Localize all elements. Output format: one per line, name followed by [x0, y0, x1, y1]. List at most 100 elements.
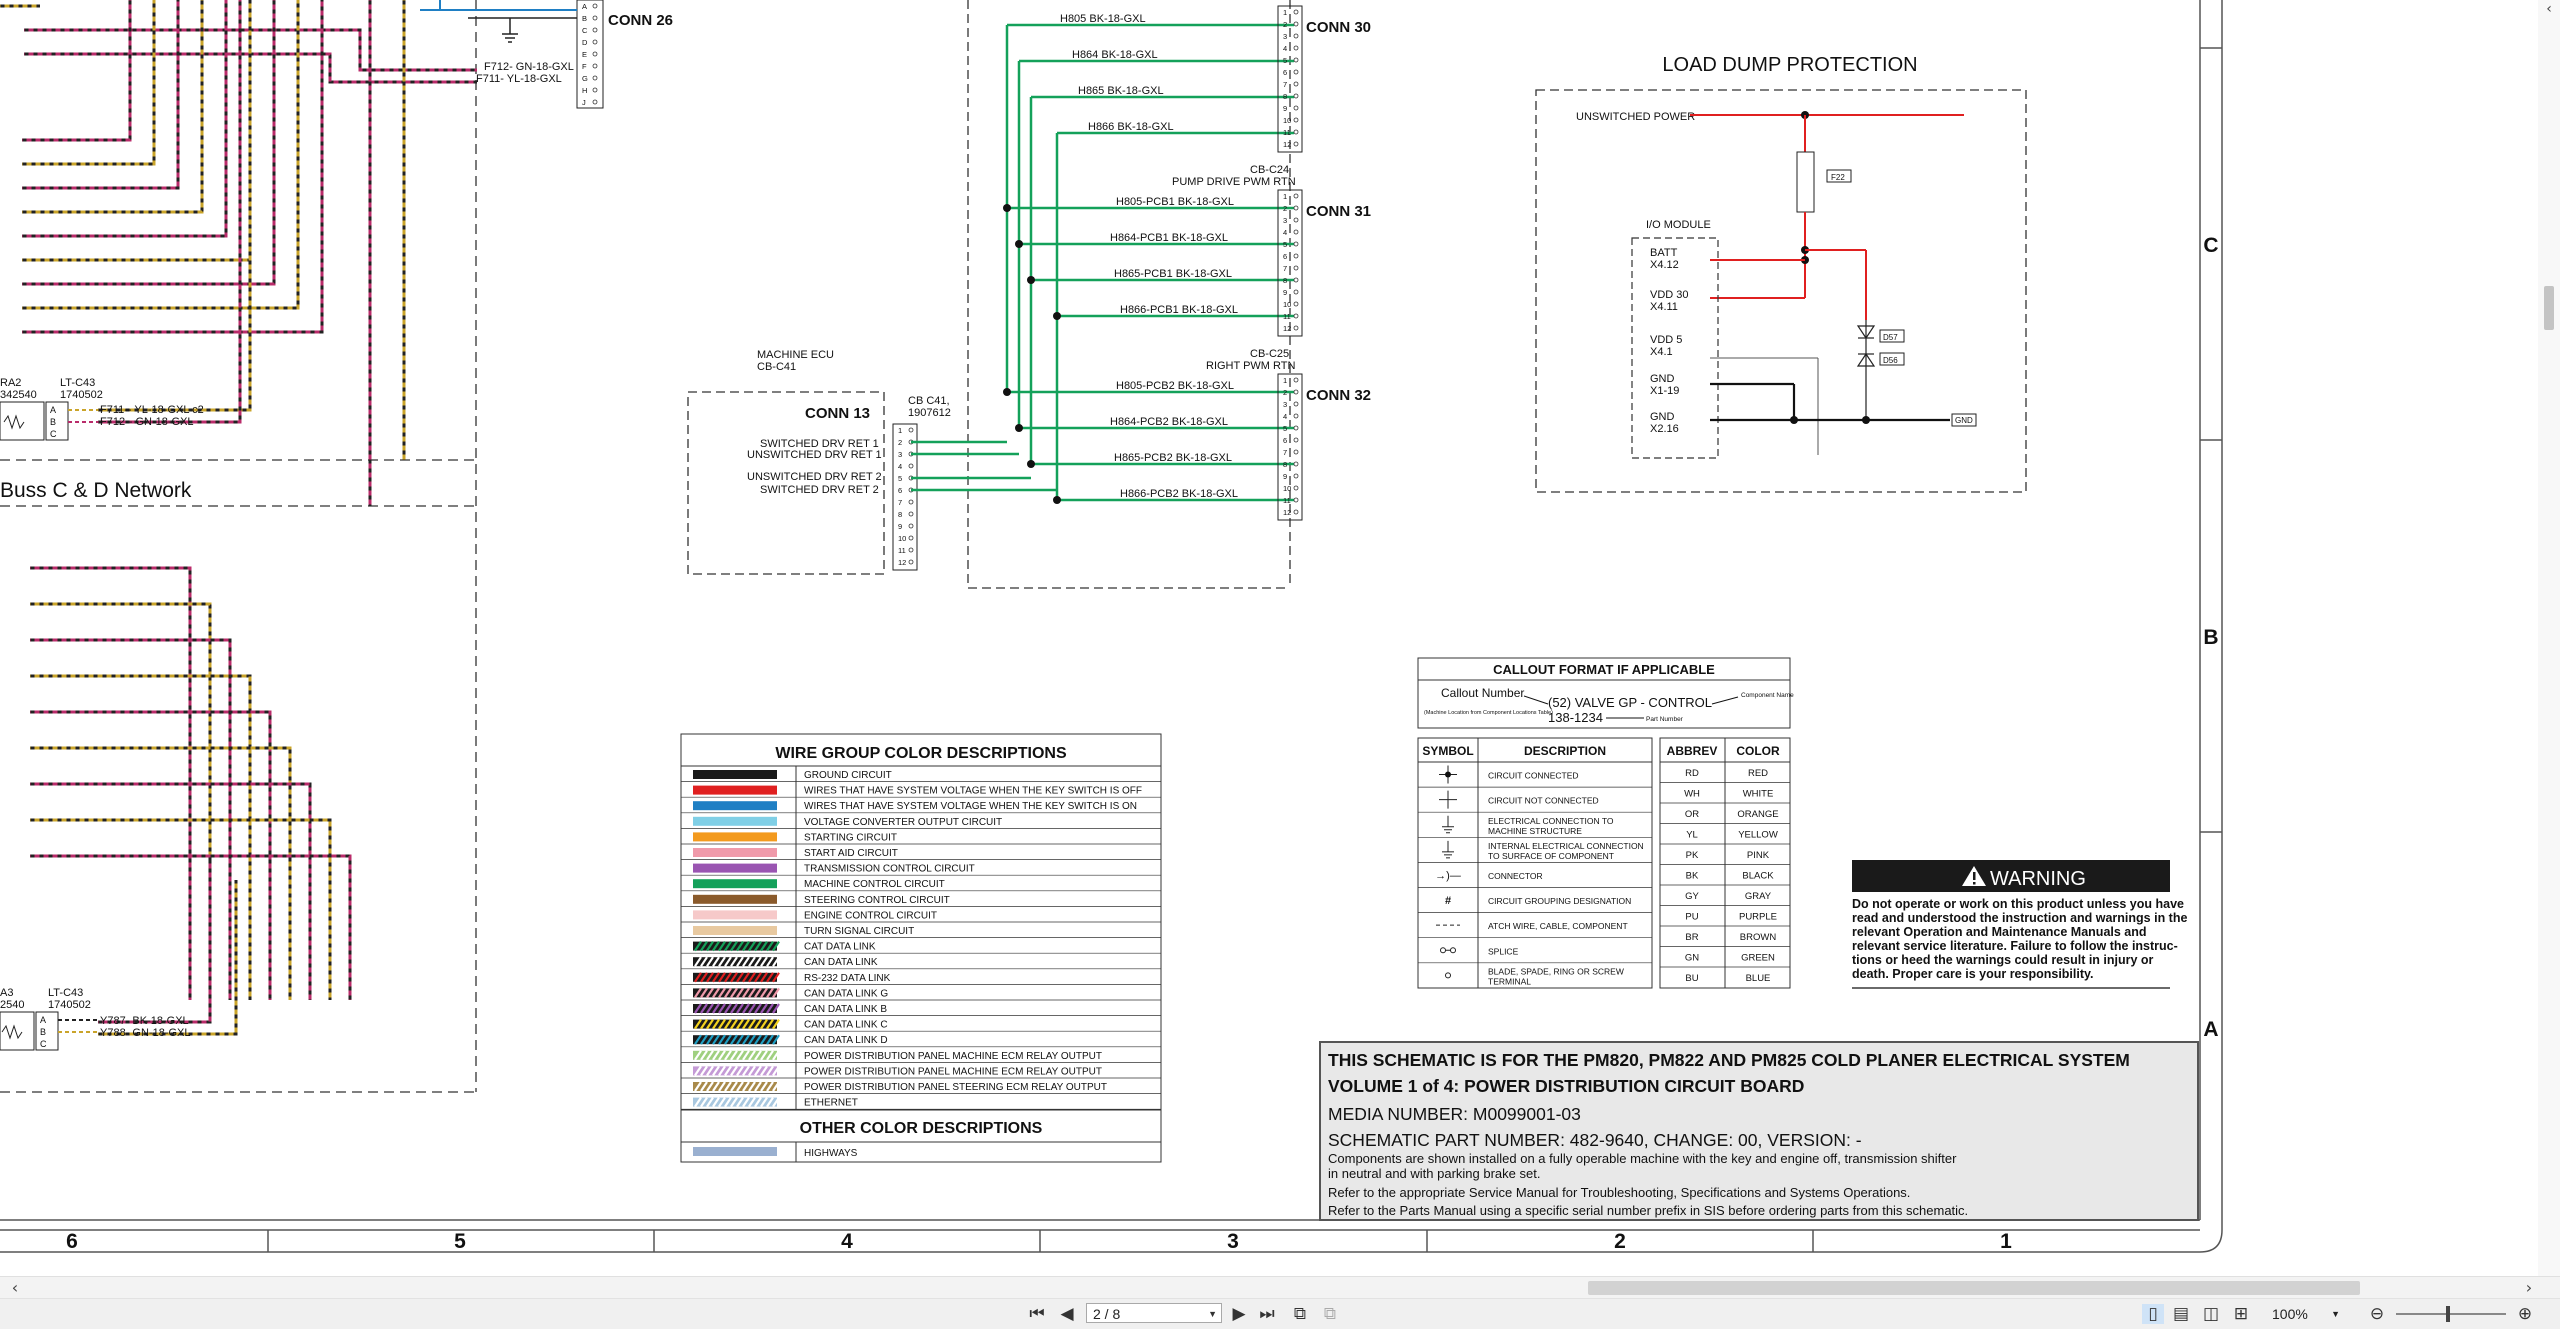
pin-terminal — [1293, 313, 1299, 319]
pin-label: 7 — [1283, 264, 1287, 273]
swatch-stripe — [748, 1065, 756, 1077]
wire — [22, 0, 204, 214]
swatch-stripe — [742, 1018, 750, 1030]
svg-text:DESCRIPTION: DESCRIPTION — [1524, 744, 1606, 758]
viewer-toolbar: ⏮ ◀ 2 / 8▼ ▶ ⏭ ⧉ ⧉ ▯ ▤ ◫ ⊞ 100%▼ ⊖ ⊕ — [0, 1298, 2560, 1329]
zoom-slider-handle[interactable] — [2446, 1306, 2450, 1322]
swatch-stripe — [760, 1065, 768, 1077]
pin-label: 6 — [1283, 68, 1287, 77]
two-page-continuous-icon[interactable]: ⊞ — [2233, 1304, 2249, 1324]
wire-group-desc: START AID CIRCUIT — [804, 848, 898, 859]
zoom-out-icon[interactable]: ⊖ — [2369, 1304, 2385, 1324]
symbol-desc: CIRCUIT GROUPING DESIGNATION — [1488, 896, 1631, 906]
wire — [30, 674, 252, 1000]
pin-label: 3 — [898, 450, 902, 459]
swatch-stripe — [748, 987, 756, 999]
swatch-stripe — [766, 956, 774, 967]
swatch-stripe — [772, 1003, 780, 1014]
next-page-icon[interactable]: ▶ — [1232, 1304, 1246, 1324]
swatch-stripe — [772, 1081, 780, 1092]
continuous-view-icon[interactable]: ▤ — [2172, 1304, 2190, 1324]
swatch-stripe — [772, 972, 780, 983]
swatch-stripe — [748, 1081, 756, 1092]
swatch-stripe — [766, 1003, 774, 1014]
first-page-icon[interactable]: ⏮ — [1029, 1304, 1045, 1324]
swatch-stripe — [700, 1081, 708, 1092]
svg-text:342540: 342540 — [0, 389, 37, 401]
hash-icon: # — [1445, 895, 1451, 907]
wire-label: H866-PCB1 BK-18-GXL — [1120, 304, 1238, 316]
last-page-icon[interactable]: ⏭ — [1259, 1304, 1275, 1324]
ground-icon — [1442, 815, 1454, 834]
abbrev-color: ORANGE — [1737, 809, 1778, 820]
swatch-stripe — [706, 940, 714, 952]
page-number-input[interactable]: 2 / 8▼ — [1086, 1303, 1222, 1323]
scroll-right-icon[interactable]: › — [2525, 1278, 2533, 1297]
wire — [22, 0, 276, 286]
single-page-view-icon[interactable]: ▯ — [2142, 1304, 2164, 1324]
wire-group-desc: ENGINE CONTROL CIRCUIT — [804, 910, 937, 921]
grid-row-label: C — [2203, 234, 2218, 257]
extract-page-icon[interactable]: ⧉ — [1323, 1304, 1337, 1324]
swatch-stripe — [754, 1034, 762, 1045]
pin-label: 1 — [898, 426, 902, 435]
wire-group-desc: STARTING CIRCUIT — [804, 832, 897, 843]
warning-text: tions or heed the warnings could result … — [1852, 953, 2154, 967]
pin-label: 2 — [1283, 388, 1287, 397]
junction — [1027, 276, 1035, 284]
swatch-stripe — [718, 1050, 726, 1061]
scroll-up-icon[interactable]: ‹ — [2546, 1, 2552, 17]
swatch-stripe — [724, 972, 732, 983]
horizontal-scroll-thumb[interactable] — [1588, 1281, 2360, 1295]
swatch-stripe — [718, 1065, 726, 1077]
svg-text:F712-- GN-18-GXL: F712-- GN-18-GXL — [100, 416, 194, 428]
wire — [98, 880, 238, 1036]
svg-text:C: C — [40, 1039, 47, 1049]
swatch-stripe — [736, 972, 744, 983]
pin-label: 8 — [1283, 460, 1287, 469]
pin-label: J — [582, 98, 586, 107]
two-page-view-icon[interactable]: ◫ — [2202, 1304, 2220, 1324]
vertical-scroll-thumb[interactable] — [2544, 286, 2554, 330]
svg-text:SYMBOL: SYMBOL — [1422, 744, 1473, 758]
wire-group-desc: CAN DATA LINK C — [804, 1020, 888, 1031]
swatch-stripe — [730, 1081, 738, 1092]
zoom-in-icon[interactable]: ⊕ — [2517, 1304, 2533, 1324]
swatch-stripe — [712, 1003, 720, 1014]
svg-text:A: A — [50, 405, 56, 415]
svg-text:LT-C43: LT-C43 — [60, 377, 95, 389]
pin-terminal — [1293, 437, 1299, 443]
pin-terminal — [592, 27, 598, 33]
swatch-stripe — [766, 940, 774, 952]
svg-text:B: B — [40, 1027, 46, 1037]
copy-page-icon[interactable]: ⧉ — [1293, 1304, 1307, 1324]
svg-text:(52) VALVE GP - CONTROL: (52) VALVE GP - CONTROL — [1548, 695, 1712, 710]
vertical-scrollbar[interactable]: ‹ — [2538, 0, 2560, 1276]
swatch-stripe — [706, 1081, 714, 1092]
svg-text:THIS SCHEMATIC IS FOR THE PM82: THIS SCHEMATIC IS FOR THE PM820, PM822 A… — [1328, 1050, 2130, 1070]
scroll-left-icon[interactable]: ‹ — [11, 1278, 19, 1297]
svg-text:RA2: RA2 — [0, 377, 21, 389]
swatch-stripe — [718, 1081, 726, 1092]
abbrev-code: WH — [1684, 789, 1700, 800]
svg-text:Y788- GN-18-GXL: Y788- GN-18-GXL — [100, 1027, 190, 1039]
pin-label: F — [582, 62, 587, 71]
pin-label: 6 — [1283, 252, 1287, 261]
pin-label: 6 — [898, 486, 902, 495]
ground2-icon — [1442, 840, 1454, 859]
previous-page-icon[interactable]: ◀ — [1060, 1304, 1074, 1324]
swatch-stripe — [700, 956, 708, 967]
wire-group-desc: WIRES THAT HAVE SYSTEM VOLTAGE WHEN THE … — [804, 786, 1142, 797]
swatch-stripe — [736, 1065, 744, 1077]
swatch-stripe — [742, 940, 750, 952]
symbol-desc: CONNECTOR — [1488, 871, 1543, 881]
zoom-slider[interactable] — [2396, 1306, 2506, 1322]
wire-group-desc: VOLTAGE CONVERTER OUTPUT CIRCUIT — [804, 817, 1002, 828]
zoom-level-select[interactable]: 100%▼ — [2272, 1306, 2340, 1322]
horizontal-scrollbar[interactable]: ‹ › — [0, 1276, 2560, 1299]
junction — [1003, 388, 1011, 396]
junction — [1027, 460, 1035, 468]
